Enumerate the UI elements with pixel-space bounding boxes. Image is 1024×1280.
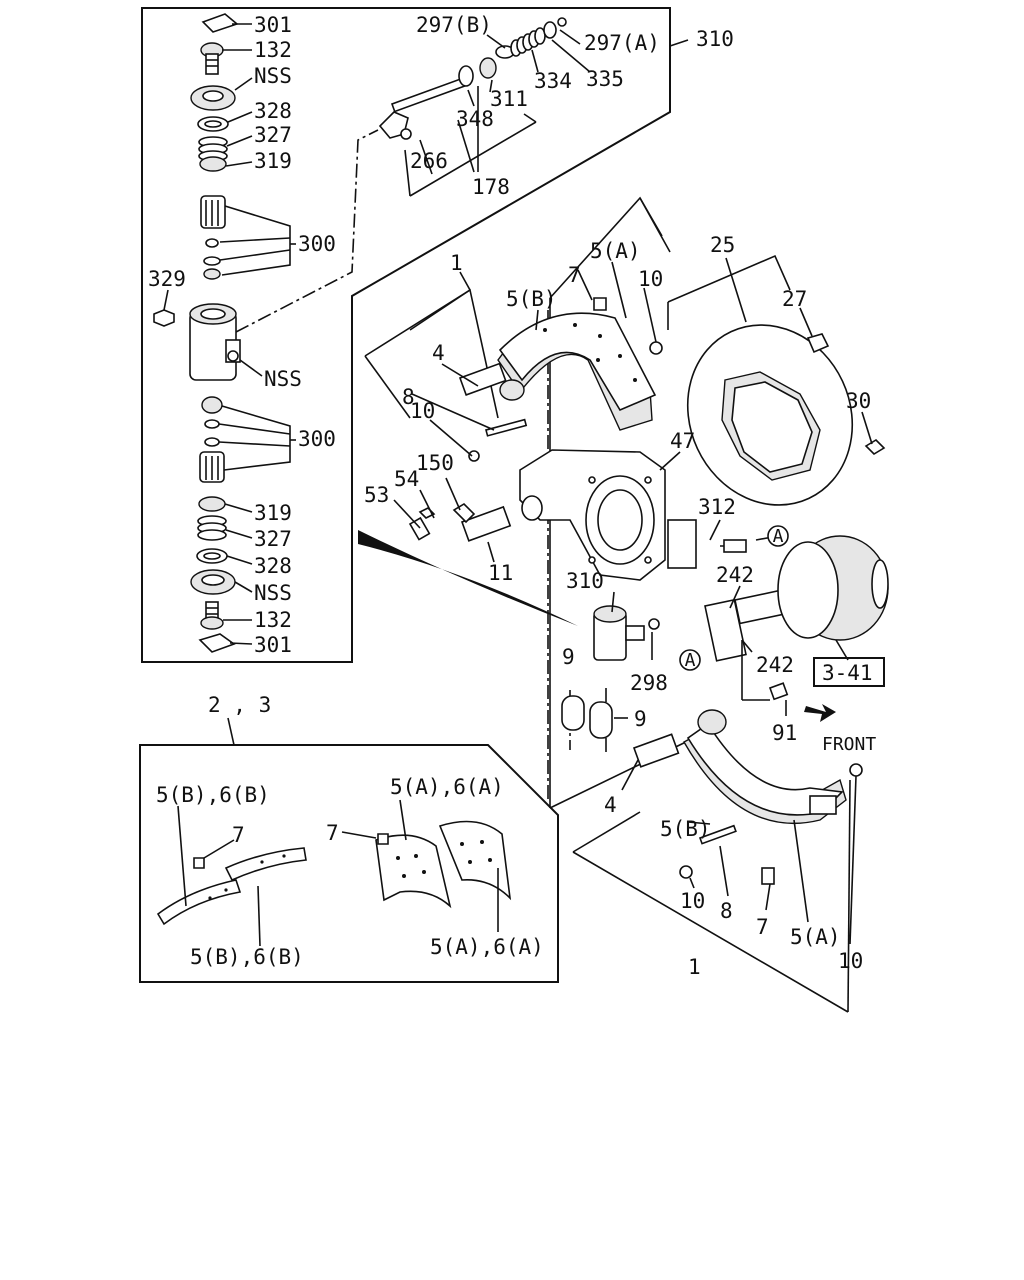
label-nss-mid: NSS <box>264 367 302 391</box>
valve-310 <box>593 605 660 661</box>
label-312: 312 <box>698 495 736 519</box>
label-4-top: 4 <box>432 341 445 365</box>
lower-brake-shoe <box>632 709 863 885</box>
circle-marker-a1: A <box>767 525 789 547</box>
label-4-bottom: 4 <box>604 793 617 817</box>
label-5b6b-top: 5(B),6(B) <box>156 783 270 807</box>
label-327-bottom: 327 <box>254 527 292 551</box>
label-5a6a-bottom: 5(A),6(A) <box>430 935 544 959</box>
label-3-41: 3-41 <box>822 661 873 685</box>
label-132-bottom: 132 <box>254 608 292 632</box>
label-178: 178 <box>472 175 510 199</box>
label-1-top: 1 <box>450 251 463 275</box>
label-311: 311 <box>490 87 528 111</box>
label-nss-top: NSS <box>254 64 292 88</box>
label-7-bottom: 7 <box>756 915 769 939</box>
label-150: 150 <box>416 451 454 475</box>
front-arrow <box>804 704 836 722</box>
brake-chamber <box>704 535 889 701</box>
label-54: 54 <box>394 467 419 491</box>
left-column-frame <box>141 7 671 663</box>
label-8-bottom: 8 <box>720 899 733 923</box>
upper-brake-shoe <box>458 297 663 462</box>
svg-text:A: A <box>685 650 696 671</box>
circle-marker-a2: A <box>679 649 701 671</box>
label-7-kit-left: 7 <box>232 823 245 847</box>
label-10-bottom: 10 <box>680 889 705 913</box>
label-334: 334 <box>534 69 572 93</box>
label-2-3: 2 , 3 <box>208 693 271 717</box>
label-348: 348 <box>456 107 494 131</box>
label-9-left: 9 <box>562 645 575 669</box>
label-10-bottom-right: 10 <box>838 949 863 973</box>
backing-plate <box>686 324 886 506</box>
label-301-bottom: 301 <box>254 633 292 657</box>
label-7-top: 7 <box>568 263 581 287</box>
label-5a-bottom: 5(A) <box>790 925 841 949</box>
label-5b-top: 5(B) <box>506 287 557 311</box>
label-5b6b-bottom: 5(B),6(B) <box>190 945 304 969</box>
lining-kit-frame <box>139 744 559 983</box>
label-310-mid: 310 <box>566 569 604 593</box>
pointer-arrow <box>358 530 578 626</box>
label-319-top: 319 <box>254 149 292 173</box>
lining-kit-parts <box>156 799 512 947</box>
lower-shoe-bracket <box>572 779 851 1013</box>
label-329: 329 <box>148 267 186 291</box>
kit-frame-leader <box>227 717 235 746</box>
label-47: 47 <box>670 429 695 453</box>
label-301-top: 301 <box>254 13 292 37</box>
label-10-mid: 10 <box>410 399 435 423</box>
label-53: 53 <box>364 483 389 507</box>
label-25: 25 <box>710 233 735 257</box>
return-springs <box>561 695 613 739</box>
label-297b: 297(B) <box>416 13 492 37</box>
left-column-parts <box>153 13 241 653</box>
label-328-bottom: 328 <box>254 554 292 578</box>
label-9-right: 9 <box>634 707 647 731</box>
label-nss-bottom: NSS <box>254 581 292 605</box>
label-242-top: 242 <box>716 563 754 587</box>
label-91: 91 <box>772 721 797 745</box>
label-310-top: 310 <box>696 27 734 51</box>
label-319-bottom: 319 <box>254 501 292 525</box>
label-300-bottom: 300 <box>298 427 336 451</box>
label-335: 335 <box>586 67 624 91</box>
label-7-kit-right: 7 <box>326 821 339 845</box>
svg-text:A: A <box>773 526 784 547</box>
label-242-bottom: 242 <box>756 653 794 677</box>
label-11: 11 <box>488 561 513 585</box>
label-10-top: 10 <box>638 267 663 291</box>
label-1-bottom: 1 <box>688 955 701 979</box>
part-labels: 301 132 NSS 328 327 319 300 329 NSS 300 … <box>148 13 876 979</box>
anchor-bracket <box>408 449 697 581</box>
label-298: 298 <box>630 671 668 695</box>
label-front: FRONT <box>822 734 876 755</box>
label-132-top: 132 <box>254 38 292 62</box>
label-327-top: 327 <box>254 123 292 147</box>
adjuster-assembly <box>378 17 689 197</box>
label-5a6a-top: 5(A),6(A) <box>390 775 504 799</box>
reference-box <box>813 657 885 687</box>
label-300-top: 300 <box>298 232 336 256</box>
label-5b-bottom: 5(B) <box>660 817 711 841</box>
label-30: 30 <box>846 389 871 413</box>
label-27: 27 <box>782 287 807 311</box>
label-5a-top: 5(A) <box>590 239 641 263</box>
left-column-leaders <box>163 23 296 645</box>
label-266: 266 <box>410 149 448 173</box>
label-328-top: 328 <box>254 99 292 123</box>
backing-plate-bracket <box>667 254 791 330</box>
label-8-top: 8 <box>402 385 415 409</box>
label-297a: 297(A) <box>584 31 660 55</box>
